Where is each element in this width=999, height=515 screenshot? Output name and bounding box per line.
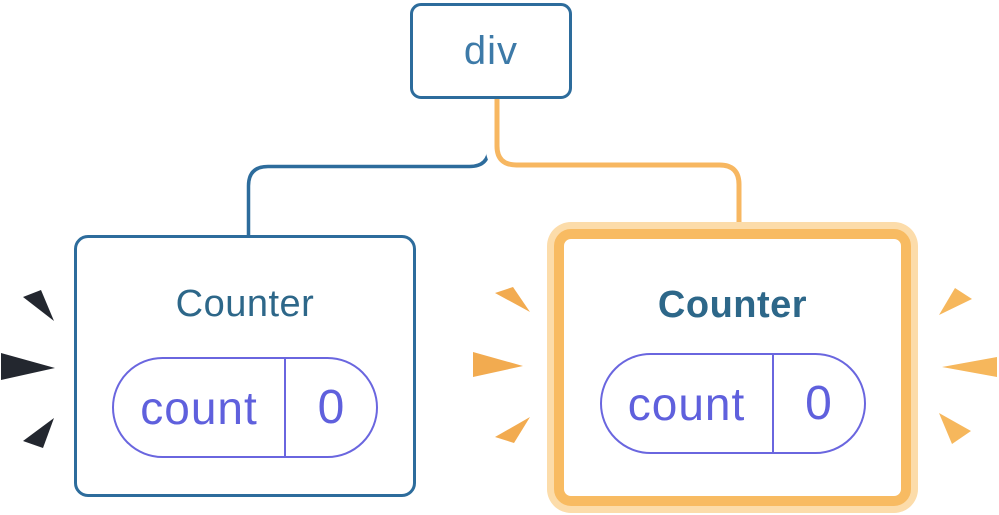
right-counter-left-sparks <box>473 287 530 443</box>
right-counter-right-sparks <box>939 288 997 444</box>
spark-ray-icon <box>473 352 523 377</box>
spark-ray-icon <box>23 290 54 321</box>
state-value-label: 0 <box>317 381 345 434</box>
counter-title: Counter <box>657 284 808 326</box>
spark-ray-icon <box>939 413 971 444</box>
state-key-label: count <box>602 355 774 452</box>
tree-node-div: div <box>410 3 572 99</box>
spark-ray-icon <box>23 418 54 448</box>
left-counter-sparks <box>1 290 55 448</box>
state-pill: count 0 <box>599 353 866 454</box>
counter-node-right-highlighted: Counter count 0 <box>554 229 911 506</box>
spark-ray-icon <box>942 357 997 377</box>
spark-ray-icon <box>939 288 972 315</box>
spark-ray-icon <box>1 353 55 380</box>
tree-node-div-label: div <box>463 28 519 73</box>
counter-node-left: Counter count 0 <box>74 235 416 497</box>
spark-ray-icon <box>495 287 530 312</box>
edge-div-to-left-counter <box>246 98 491 240</box>
counter-title: Counter <box>175 283 315 325</box>
state-value-label: 0 <box>805 377 832 430</box>
state-key-label: count <box>114 359 286 456</box>
state-pill: count 0 <box>112 357 378 458</box>
edge-div-to-right-counter <box>494 98 742 235</box>
spark-ray-icon <box>495 417 530 443</box>
